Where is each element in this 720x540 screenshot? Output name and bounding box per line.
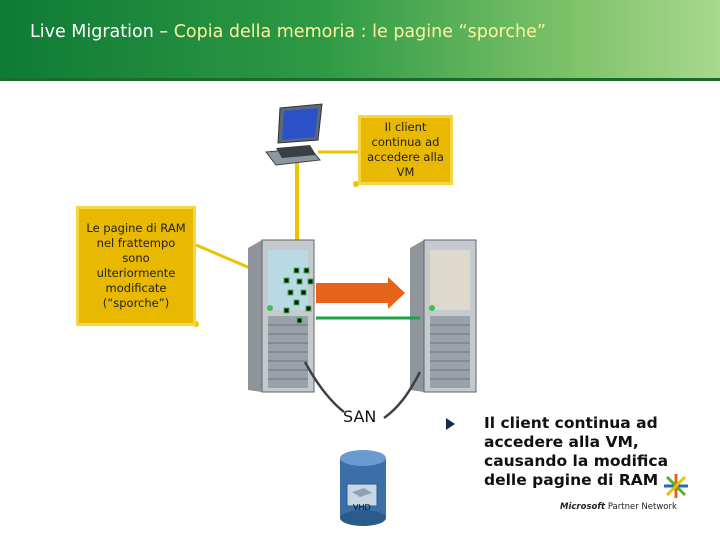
client-callout: Il client continua ad accedere alla VM xyxy=(358,115,453,185)
title-accent: Copia della memoria : le pagine “sporche… xyxy=(173,22,546,42)
title-main: Live Migration – xyxy=(30,22,174,42)
san-storage-icon xyxy=(340,450,386,526)
partner-rest: Partner Network xyxy=(607,502,677,512)
source-server-icon xyxy=(248,239,315,393)
san-label: SAN xyxy=(343,407,377,426)
bullet-text: Il client continua ad accedere alla VM, … xyxy=(484,414,669,489)
partner-network-logo: Microsoft Partner Network xyxy=(560,502,677,512)
title-bar xyxy=(0,0,720,78)
client-callout-text: Il client continua ad accedere alla VM xyxy=(367,120,444,179)
san-cable-left xyxy=(303,361,345,413)
san-cable-right xyxy=(383,371,422,420)
bullet-arrow-icon xyxy=(446,418,455,430)
ram-callout-text: Le pagine di RAM nel frattempo sono ulte… xyxy=(86,221,186,310)
laptop-icon xyxy=(265,103,323,166)
partner-brand: Microsoft xyxy=(560,502,606,512)
slide-title: Live Migration – Copia della memoria : l… xyxy=(30,22,546,42)
ram-callout: Le pagine di RAM nel frattempo sono ulte… xyxy=(76,206,196,326)
migration-arrow xyxy=(316,277,405,309)
title-underline xyxy=(0,78,720,81)
vhd-label: VHD xyxy=(353,503,371,512)
destination-server-icon xyxy=(410,239,477,393)
ram-pages-source xyxy=(283,267,314,324)
